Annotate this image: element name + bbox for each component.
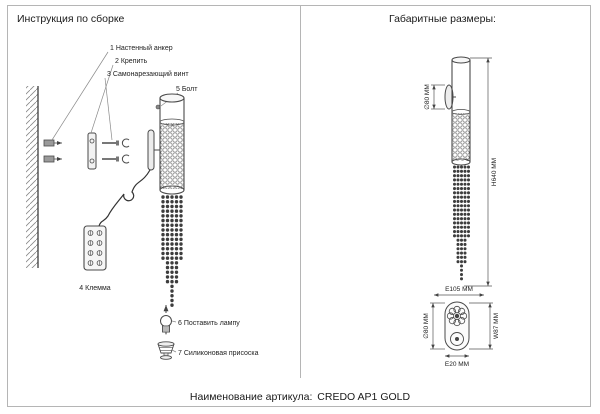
dim-base-diameter: ∅80 MM <box>423 313 430 339</box>
label-terminal: 4 Клемма <box>79 285 111 292</box>
dim-depth-top: E105 MM <box>445 286 473 293</box>
bulb-step <box>160 305 177 335</box>
mounting-hardware <box>43 132 130 170</box>
dim-top-view <box>444 301 470 351</box>
assembly-title: Инструкция по сборке <box>17 13 125 25</box>
label-bulb: 6 Поставить лампу <box>178 320 240 327</box>
sheet-border <box>7 5 591 407</box>
label-bolt: 5 Болт <box>176 86 198 93</box>
crystal-strands <box>161 195 183 308</box>
dim-lamp-side-view <box>444 56 471 166</box>
dim-crystal-strands <box>453 165 470 285</box>
dim-depth-bottom: E20 MM <box>445 361 469 368</box>
dim-canopy-diameter: ∅80 MM <box>424 84 431 110</box>
label-wall-anchor: 1 Настенный анкер <box>110 44 173 52</box>
label-screw: 3 Самонарезающий винт <box>107 70 189 78</box>
leader-lines <box>51 51 179 141</box>
panel-divider <box>300 6 301 378</box>
lamp-body-assembly <box>147 93 185 195</box>
dimensions-title: Габаритные размеры: <box>389 13 496 25</box>
dim-width: W87 MM <box>493 313 500 339</box>
dimension-lines-top-view <box>430 302 493 358</box>
terminal-block <box>83 225 107 271</box>
article-name: Наименование артикула: CREDO AP1 GOLD <box>0 391 600 403</box>
label-bracket: 2 Крепить <box>115 58 148 65</box>
dim-height: H640 MM <box>491 158 498 186</box>
power-cord <box>98 169 151 227</box>
suction-cup-step <box>157 341 177 360</box>
label-suction: 7 Силиконовая присоска <box>178 350 259 357</box>
dimension-lines-side <box>431 57 492 297</box>
article-value: CREDO AP1 GOLD <box>317 391 411 403</box>
article-label: Наименование артикула: <box>189 391 313 403</box>
wall-section <box>26 86 39 268</box>
